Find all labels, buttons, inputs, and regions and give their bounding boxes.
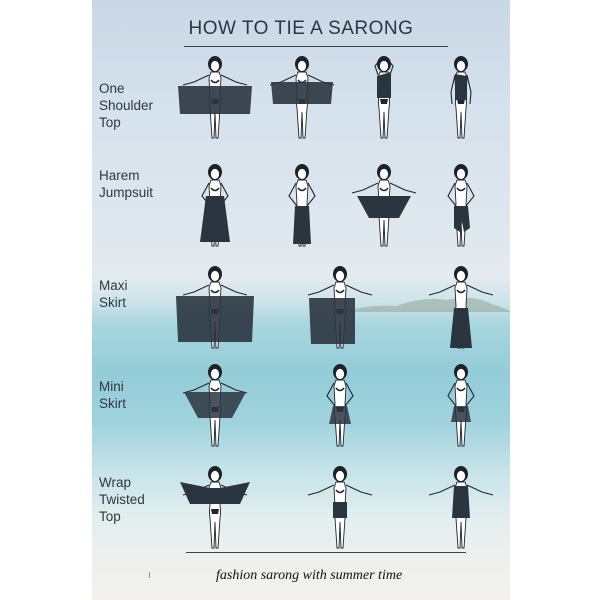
figure-illustration: [307, 466, 373, 549]
figure-illustration: [307, 266, 373, 349]
step-figure: [180, 160, 250, 250]
label-harem-jumpsuit: Harem Jumpsuit: [99, 168, 154, 200]
figure-illustration: [180, 466, 250, 549]
step-figure: [267, 52, 337, 142]
figure-illustration: [428, 266, 494, 349]
step-figure: [267, 160, 337, 250]
figure-illustration: [450, 56, 472, 139]
label-maxi-skirt: Maxi Skirt: [99, 278, 128, 310]
figure-illustration: [374, 56, 394, 139]
small-mark: ı: [148, 570, 151, 581]
step-figure: [426, 462, 496, 552]
step-figure: [426, 160, 496, 250]
footer-divider: [186, 552, 466, 553]
label-one-shoulder-top: One Shoulder Top: [99, 81, 154, 130]
figure-illustration: [176, 266, 254, 349]
figure-illustration: [269, 56, 335, 139]
step-figure: [305, 360, 375, 450]
step-figure: [305, 262, 375, 352]
label-wrap-twisted-top: Wrap Twisted Top: [99, 475, 145, 524]
figure-illustration: [326, 364, 354, 447]
figure-illustration: [351, 164, 417, 247]
label-mini-skirt: Mini Skirt: [99, 379, 126, 411]
step-figure: [349, 160, 419, 250]
footer-caption: fashion sarong with summer time: [216, 568, 403, 583]
poster-title: HOW TO TIE A SARONG: [188, 18, 414, 39]
step-figure: [305, 462, 375, 552]
step-figure: [180, 462, 250, 552]
step-figure: [426, 262, 496, 352]
title-divider: [184, 46, 448, 47]
figure-illustration: [428, 466, 494, 549]
step-figure: [178, 52, 252, 142]
step-figure: [180, 360, 250, 450]
figure-illustration: [447, 364, 475, 447]
figure-illustration: [182, 364, 248, 447]
figure-illustration: [178, 56, 252, 139]
step-figure: [426, 360, 496, 450]
step-figure: [349, 52, 419, 142]
step-figure: [176, 262, 254, 352]
figure-illustration: [447, 164, 475, 247]
figure-illustration: [200, 164, 230, 247]
step-figure: [426, 52, 496, 142]
sarong-infographic: HOW TO TIE A SARONG One Shoulder Top Har…: [92, 0, 510, 600]
figure-illustration: [288, 164, 316, 247]
